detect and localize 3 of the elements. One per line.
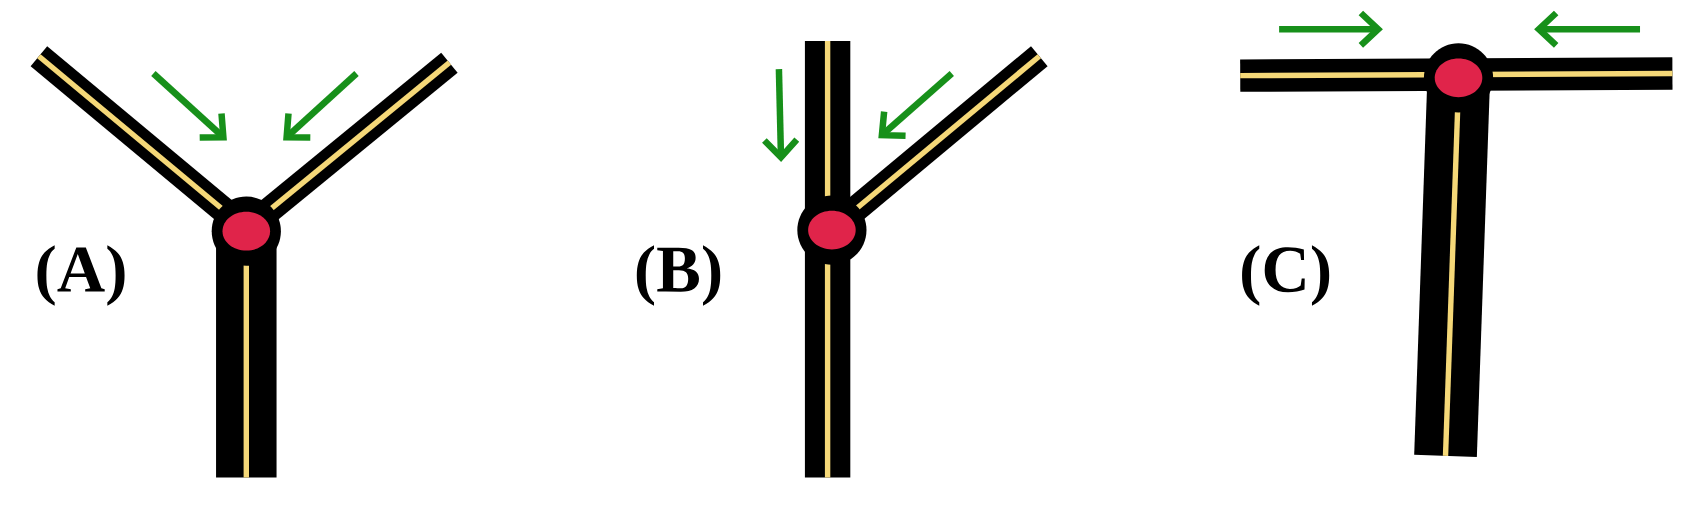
panel-label: (B)	[636, 245, 721, 306]
panel-label: (A)	[37, 245, 125, 306]
panel-label: (C)	[1242, 245, 1330, 306]
